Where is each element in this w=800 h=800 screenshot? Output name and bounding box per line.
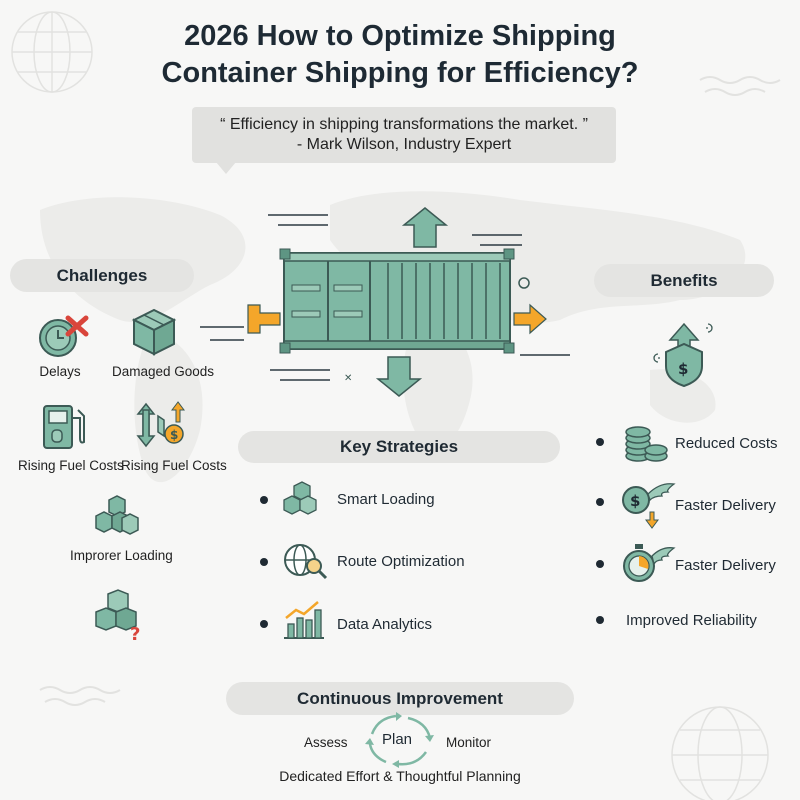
challenges-heading: Challenges xyxy=(10,259,194,292)
title-line-1: 2026 How to Optimize Shipping xyxy=(184,20,616,52)
bar-chart-icon xyxy=(284,601,324,639)
challenge-label-damaged-goods: Damaged Goods xyxy=(111,364,215,379)
strategies-heading: Key Strategies xyxy=(238,431,560,463)
svg-text:$: $ xyxy=(678,360,688,378)
price-arrows-icon: $ xyxy=(136,401,185,448)
coins-icon xyxy=(625,426,668,462)
benefit-bullet xyxy=(596,560,604,568)
globe-outline-icon xyxy=(671,706,769,800)
arrow-down-icon xyxy=(375,356,423,397)
challenge-label-improper-loading: Improrer Loading xyxy=(70,548,173,563)
title-line-2: Container Shipping for Efficiency? xyxy=(161,57,639,89)
box-icon xyxy=(131,308,177,356)
challenge-label-rising-fuel-costs-2: Rising Fuel Costs xyxy=(121,458,227,473)
clock-cross-icon xyxy=(39,315,89,357)
benefit-bullet xyxy=(596,438,604,446)
strategy-label-data-analytics: Data Analytics xyxy=(337,616,433,633)
shield-dollar-arrow-icon: $ xyxy=(653,322,713,388)
arrow-up-icon xyxy=(401,207,449,248)
improvement-heading: Continuous Improvement xyxy=(226,682,574,715)
strategy-label-route-optimization: Route Optimization xyxy=(337,553,465,570)
arrow-left-icon xyxy=(247,304,281,334)
globe-magnifier-icon xyxy=(284,544,328,580)
benefit-label-reduced-costs: Reduced Costs xyxy=(675,435,778,452)
svg-text:$: $ xyxy=(630,492,640,510)
strategy-bullet xyxy=(260,558,268,566)
quote-author: - Mark Wilson, Industry Expert xyxy=(296,136,512,153)
wave-lines-icon xyxy=(39,76,781,706)
benefit-label-faster-delivery-2: Faster Delivery xyxy=(675,557,776,574)
benefit-label-faster-delivery: Faster Delivery xyxy=(675,497,776,514)
winged-stopwatch-icon xyxy=(623,544,676,582)
cycle-label-assess: Assess xyxy=(304,735,348,750)
page-title: 2026 How to Optimize Shipping Container … xyxy=(0,18,800,92)
arrow-right-icon xyxy=(513,303,547,335)
challenge-label-rising-fuel-costs: Rising Fuel Costs xyxy=(18,458,124,473)
cycle-label-plan: Plan xyxy=(382,731,413,748)
fuel-pump-icon xyxy=(43,405,85,449)
svg-text:$: $ xyxy=(170,428,178,442)
cycle-arrows-icon xyxy=(365,712,434,768)
svg-text:✕: ✕ xyxy=(344,373,352,384)
benefit-label-improved-reliability: Improved Reliability xyxy=(626,612,757,629)
challenge-label-delays: Delays xyxy=(39,364,81,379)
benefit-bullet xyxy=(596,498,604,506)
quote-text: “ Efficiency in shipping transformations… xyxy=(220,116,588,133)
benefits-heading: Benefits xyxy=(594,264,774,297)
svg-text:?: ? xyxy=(130,624,140,645)
improvement-footer: Dedicated Effort & Thoughtful Planning xyxy=(279,768,521,784)
strategy-label-smart-loading: Smart Loading xyxy=(337,491,435,508)
strategy-bullet xyxy=(260,620,268,628)
quote-bubble: “ Efficiency in shipping transformations… xyxy=(192,107,616,163)
strategy-bullet xyxy=(260,496,268,504)
quote-bubble-tail xyxy=(216,162,236,174)
cubes-icon xyxy=(283,481,317,515)
stacked-boxes-icon xyxy=(95,495,139,535)
benefit-bullet xyxy=(596,616,604,624)
winged-dollar-icon: $ xyxy=(622,483,676,529)
cycle-label-monitor: Monitor xyxy=(446,735,492,750)
shipping-container-illustration: ✕ xyxy=(200,207,570,397)
globe-outline-icon xyxy=(11,11,93,93)
boxes-question-icon: ? xyxy=(95,589,140,645)
